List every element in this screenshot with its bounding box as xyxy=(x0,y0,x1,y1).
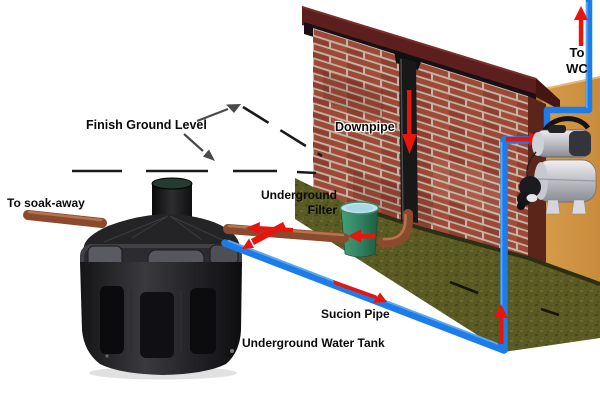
downpipe-elbow xyxy=(377,209,414,248)
underground-filter xyxy=(339,201,380,258)
to-wc-label-line2: WC xyxy=(566,60,588,76)
underground-filter-label-line2: Filter xyxy=(307,203,337,217)
underground-water-tank xyxy=(80,177,242,380)
ground-level-dashes xyxy=(72,105,323,175)
underground-filter-label-line1: Underground xyxy=(261,188,337,202)
flow-arrow-into-tank-icon xyxy=(242,222,286,249)
flow-arrow-left-filter-icon xyxy=(348,229,375,243)
to-soak-away-label: To soak-away xyxy=(7,196,85,210)
to-wc-label: To WC xyxy=(558,45,596,76)
annotation-arrow-upper-icon xyxy=(196,104,241,123)
flow-arrow-suction-icon xyxy=(333,280,387,303)
flow-arrow-to-wc-icon xyxy=(574,6,588,46)
flow-arrow-down-icon xyxy=(402,90,417,154)
underground-water-tank-label: Underground Water Tank xyxy=(242,336,385,350)
sucion-pipe-label: Sucion Pipe xyxy=(321,307,390,321)
pump-handle xyxy=(541,116,591,134)
pressure-pump xyxy=(517,116,597,215)
flow-arrow-riser-up-icon xyxy=(494,304,508,344)
finish-ground-level-label: Finish Ground Level xyxy=(86,118,207,132)
wall-base-shadow xyxy=(349,203,600,286)
tank-dome xyxy=(84,214,240,252)
soak-away-pipe xyxy=(23,210,107,228)
underground-filter-label: Underground Filter xyxy=(245,188,337,218)
to-wc-label-line1: To xyxy=(569,45,585,60)
annotation-arrow-lower-icon xyxy=(183,133,215,161)
downpipe-label: Downpipe xyxy=(335,120,395,134)
ground-level-dashes-on-soil xyxy=(449,280,560,317)
